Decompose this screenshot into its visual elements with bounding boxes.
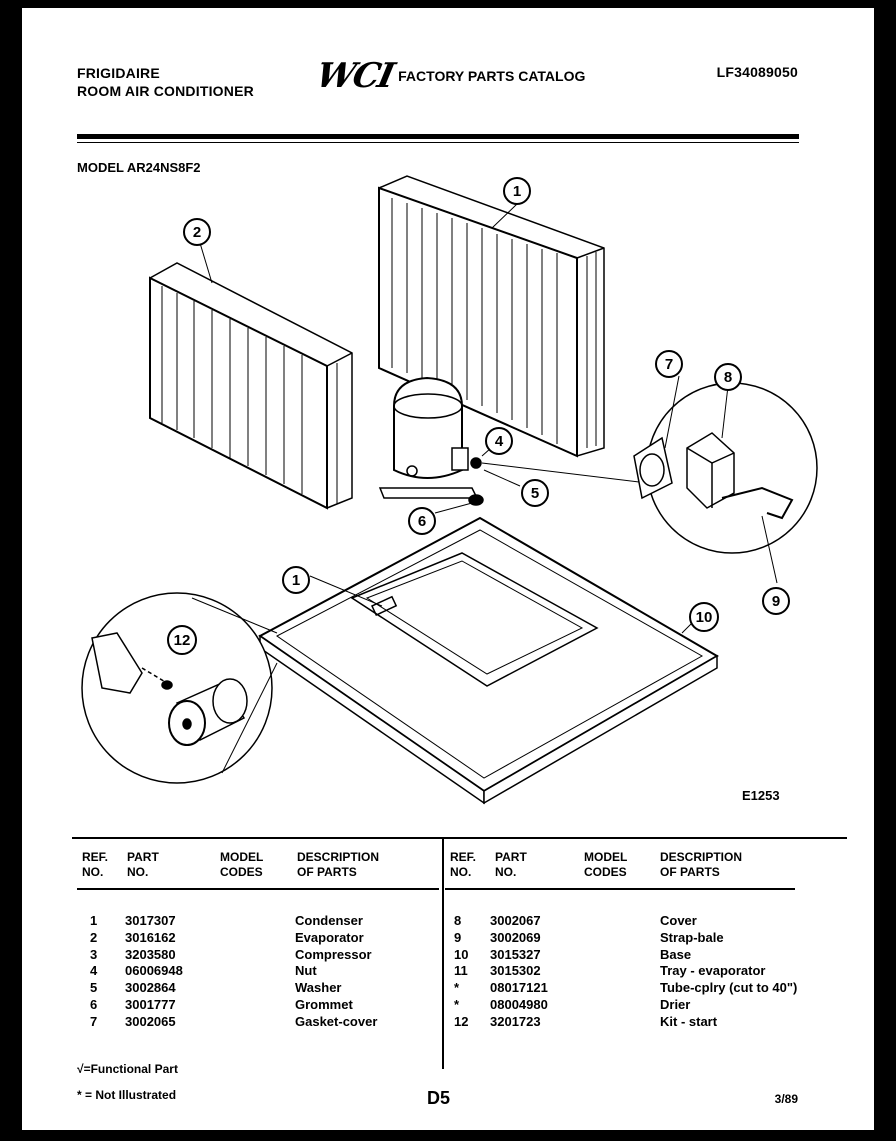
cell-ref: 5 <box>90 980 98 996</box>
callout-1-tray: 1 <box>282 566 310 594</box>
header-rule <box>77 134 799 139</box>
compressor <box>378 376 484 506</box>
cell-desc: Drier <box>660 997 691 1012</box>
callout-10-base: 10 <box>689 602 719 632</box>
wci-logo: WCI <box>312 56 397 96</box>
cell-ref: 2 <box>90 929 98 945</box>
cell-part: 3002065 <box>125 1013 176 1029</box>
cell-ref: 9 <box>454 929 462 945</box>
header-underline-right <box>445 888 795 890</box>
svg-text:8: 8 <box>724 369 732 386</box>
cell-desc: Base <box>660 946 692 962</box>
col-ref-no-right: REF.NO. <box>450 850 477 879</box>
svg-text:2: 2 <box>193 224 201 241</box>
callout-8-cover: 8 <box>714 363 742 391</box>
cell-ref: 7 <box>90 1013 98 1029</box>
figure-id: E1253 <box>742 788 780 803</box>
header-underline-left <box>77 888 439 890</box>
callout-4-nut: 4 <box>485 427 513 455</box>
cell-part: 08017121 <box>490 980 548 996</box>
cell-desc: Gasket-cover <box>295 1013 378 1029</box>
cell-desc: Evaporator <box>295 929 364 945</box>
cell-ref: 4 <box>90 963 98 979</box>
cell-ref: 3 <box>90 946 98 962</box>
start-kit-detail <box>81 592 278 784</box>
cell-desc: Tray - evaporator <box>660 963 766 979</box>
callout-5-washer: 5 <box>521 479 549 507</box>
cell-part: 3002864 <box>125 980 176 996</box>
cell-desc: Cover <box>660 913 697 928</box>
svg-text:4: 4 <box>495 433 504 450</box>
svg-text:12: 12 <box>174 632 191 649</box>
cell-desc: Strap-bale <box>660 929 724 945</box>
svg-text:6: 6 <box>418 513 426 530</box>
cell-part: 3002069 <box>490 929 541 945</box>
cell-desc: Tube-cplry (cut to 40") <box>660 980 798 996</box>
model-label: MODEL AR24NS8F2 <box>77 160 201 175</box>
not-illustrated-note: * = Not Illustrated <box>77 1088 177 1102</box>
cell-desc: Nut <box>295 963 317 979</box>
cell-part: 3015302 <box>490 963 541 979</box>
svg-text:1: 1 <box>513 183 521 200</box>
table-top-rule <box>72 837 847 839</box>
cell-part: 3201723 <box>490 1013 541 1029</box>
exploded-parts-diagram: 1 2 4 5 6 7 8 9 1 10 12 <box>81 175 818 805</box>
callout-9-strap: 9 <box>762 587 790 615</box>
cell-part: 3001777 <box>125 997 176 1012</box>
svg-text:7: 7 <box>665 356 673 373</box>
svg-text:5: 5 <box>531 485 539 502</box>
callout-1-condenser: 1 <box>503 177 531 205</box>
cell-part: 3203580 <box>125 946 176 962</box>
cell-desc: Condenser <box>295 913 363 928</box>
cell-ref: 12 <box>454 1013 469 1029</box>
svg-text:10: 10 <box>696 609 713 626</box>
cell-part: 3015327 <box>490 946 541 962</box>
cell-desc: Kit - start <box>660 1013 718 1029</box>
cell-ref: * <box>454 980 460 996</box>
catalog-number: LF34089050 <box>716 64 798 80</box>
cell-desc: Compressor <box>295 946 372 962</box>
revision-date: 3/89 <box>774 1092 798 1106</box>
cell-part: 3016162 <box>125 929 176 945</box>
cell-part: 06006948 <box>125 963 183 979</box>
functional-part-note: √=Functional Part <box>77 1062 178 1076</box>
start-relay-detail <box>481 382 818 554</box>
cell-ref: 8 <box>454 913 462 928</box>
cell-ref: 10 <box>454 946 469 962</box>
header-rule-thin <box>77 142 799 143</box>
cell-part: 08004980 <box>490 997 548 1012</box>
cell-ref: * <box>454 997 460 1012</box>
cell-ref: 11 <box>454 963 468 979</box>
cell-part: 3017307 <box>125 913 176 928</box>
catalog-page: FRIGIDAIRE ROOM AIR CONDITIONER WCI FACT… <box>22 8 874 1130</box>
catalog-brand: WCI FACTORY PARTS CATALOG <box>313 56 586 96</box>
cell-desc: Washer <box>295 980 342 996</box>
cell-desc: Grommet <box>295 997 353 1012</box>
callout-6-grommet: 6 <box>408 507 436 535</box>
cell-ref: 6 <box>90 997 98 1012</box>
base-pan <box>258 516 719 805</box>
brand-block: FRIGIDAIRE ROOM AIR CONDITIONER <box>77 64 254 100</box>
callout-2-evaporator: 2 <box>183 218 211 246</box>
svg-text:1: 1 <box>292 572 300 589</box>
cell-ref: 1 <box>90 913 98 928</box>
col-ref-no-left: REF.NO. <box>82 850 109 879</box>
cell-part: 3002067 <box>490 913 541 928</box>
callout-7-gasket: 7 <box>655 350 683 378</box>
product-line: ROOM AIR CONDITIONER <box>77 83 254 99</box>
page-number: D5 <box>427 1088 451 1108</box>
callout-12-kit: 12 <box>167 625 197 655</box>
catalog-title: FACTORY PARTS CATALOG <box>398 68 586 84</box>
brand-name: FRIGIDAIRE <box>77 65 160 81</box>
svg-text:9: 9 <box>772 593 780 610</box>
table-divider <box>442 837 444 1069</box>
evaporator-coil <box>149 262 353 510</box>
